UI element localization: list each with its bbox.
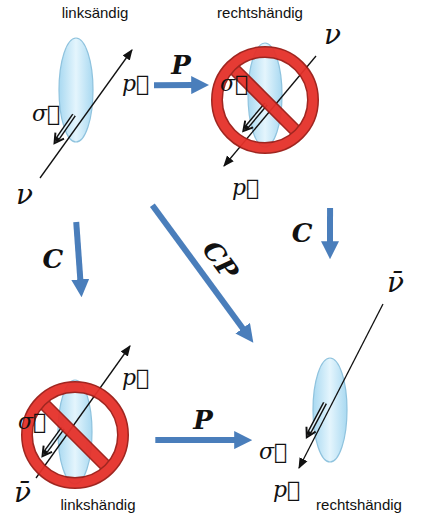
particle-symbol: ν̄ <box>387 268 404 299</box>
particle-symbol: ν <box>16 180 33 211</box>
symmetry-operation: CP <box>197 236 244 285</box>
helicity-disc <box>313 358 347 462</box>
handedness-label: rechtshändig <box>217 4 303 22</box>
symmetry-operation: C <box>292 219 313 248</box>
vector-label: σ⃗ <box>18 408 46 437</box>
momentum-arrow <box>299 304 383 468</box>
vector-label: σ⃗ <box>220 70 248 99</box>
neutrino-state: rechtshändig ν σ⃗ p⃗ <box>212 4 342 204</box>
spin-arrow <box>44 428 63 454</box>
handedness-label: rechtshändig <box>316 496 402 514</box>
spin-arrow-core <box>58 115 74 138</box>
vector-label: p⃗ <box>232 174 259 203</box>
vector-label: σ⃗ <box>259 438 287 467</box>
neutrino-state: ν̄ σ⃗ p⃗ rechtshändig <box>255 262 410 515</box>
handedness-label: linkshändig <box>60 496 135 514</box>
prohibition-sign <box>27 387 123 483</box>
symmetry-arrow <box>327 208 333 243</box>
particle-symbol: ν <box>324 20 341 51</box>
spin-arrow <box>245 104 266 129</box>
particle-symbol: ν̄ <box>14 478 31 509</box>
spin-arrow-core <box>310 403 325 432</box>
symmetry-operation: P <box>171 51 191 80</box>
prohibition-sign <box>217 52 313 148</box>
symmetry-arrow <box>152 205 243 329</box>
symmetry-operation: C <box>43 245 64 274</box>
neutrino-state: linksändig σ⃗ p⃗ ν <box>10 4 150 218</box>
vector-label: p⃗ <box>273 476 300 505</box>
spin-arrow <box>308 403 325 435</box>
vector-label: σ⃗ <box>32 100 60 129</box>
symmetry-arrow <box>76 222 80 281</box>
handedness-label: linksändig <box>62 4 129 22</box>
symmetry-operation: P <box>193 406 213 435</box>
neutrino-state: σ⃗ p⃗ ν̄ linkshändig <box>10 300 151 515</box>
spin-arrow-core <box>46 428 63 451</box>
neutrino-state-figure <box>299 304 383 468</box>
neutrino-state-figure <box>217 43 316 166</box>
symmetry-arrow <box>154 82 193 88</box>
vector-label: p⃗ <box>122 70 149 99</box>
symmetry-arrow <box>155 437 236 443</box>
vector-label: p⃗ <box>122 364 149 393</box>
